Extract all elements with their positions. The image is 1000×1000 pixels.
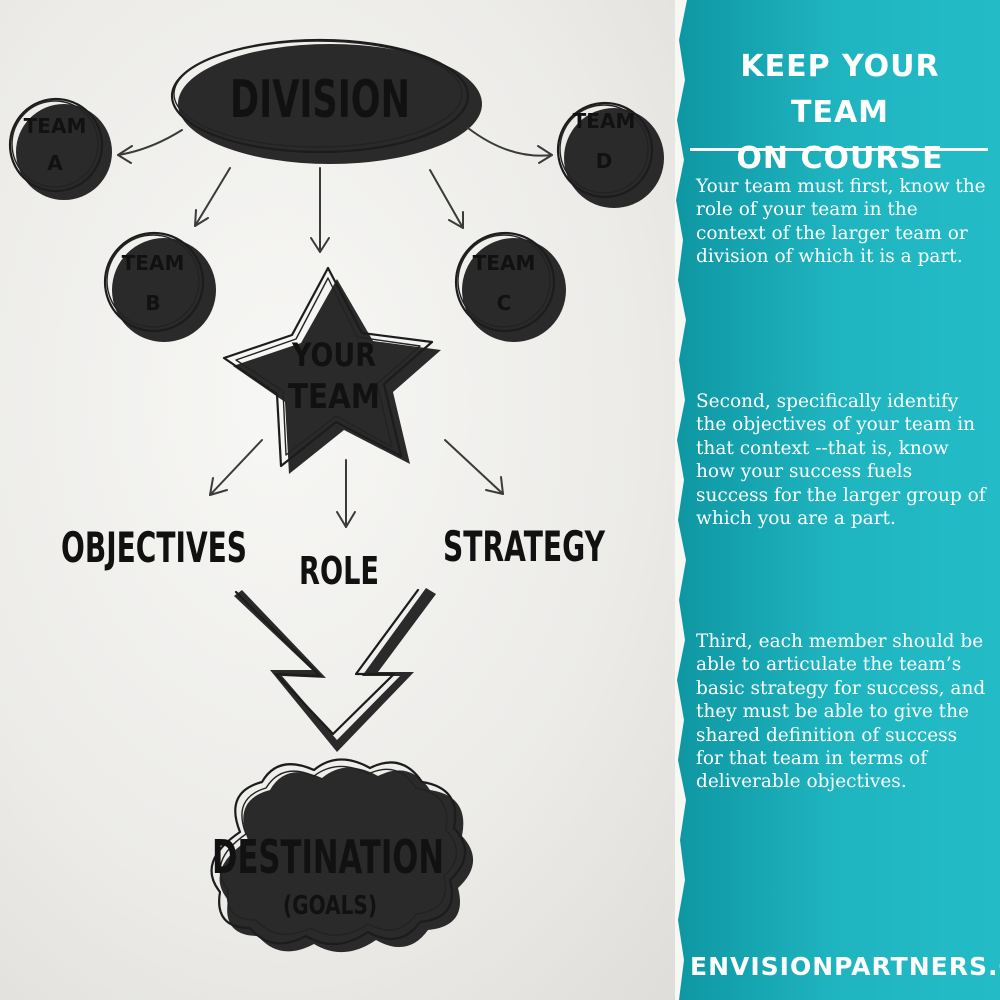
arrow-to-objectives <box>209 439 263 496</box>
paragraph-strategy: Third, each member should be able to art… <box>696 631 986 793</box>
team-d-label-line2: D <box>596 149 613 173</box>
destination-node: DESTINATION (GOALS) <box>210 758 474 953</box>
arrow-to-team-a <box>117 129 183 156</box>
arrow-to-team-c <box>429 169 464 229</box>
team-b-node: TEAM B <box>103 231 216 342</box>
division-label: DIVISION <box>230 70 410 130</box>
panel-title-line1: KEEP YOUR TEAM <box>740 49 940 130</box>
team-b-label-line1: TEAM <box>122 251 185 275</box>
team-c-label-line1: TEAM <box>473 251 536 275</box>
role-label: ROLE <box>299 549 379 593</box>
team-a-node: TEAM A <box>8 97 112 200</box>
team-d-label-line1: TEAM <box>573 109 636 133</box>
arrow-to-team-d <box>467 127 553 157</box>
paragraph-objectives: Second, specifically identify the object… <box>696 391 986 530</box>
team-a-label-line2: A <box>47 151 63 175</box>
team-a-label-line1: TEAM <box>24 114 87 138</box>
destination-label: DESTINATION <box>212 830 444 884</box>
goals-label: (GOALS) <box>283 891 377 921</box>
your-team-node: YOUR TEAM <box>222 266 441 474</box>
objectives-label: OBJECTIVES <box>61 523 247 572</box>
team-d-node: TEAM D <box>556 101 664 208</box>
panel-title-line2: ON COURSE <box>736 141 944 176</box>
your-team-arrows <box>209 439 504 528</box>
website-url: ENVISIONPARTNERS.COM <box>690 952 1000 981</box>
team-b-label-line2: B <box>145 291 160 315</box>
arrow-to-team-b <box>194 167 231 227</box>
panel-title: KEEP YOUR TEAM ON COURSE <box>690 44 990 182</box>
team-c-label-line2: C <box>497 291 512 315</box>
arrow-to-strategy <box>444 439 504 495</box>
torn-paper-edge <box>675 0 1000 1000</box>
your-team-label-line1: YOUR <box>291 336 376 374</box>
paragraph-role: Your team must first, know the role of y… <box>696 176 986 268</box>
strategy-label: STRATEGY <box>443 522 605 571</box>
converging-arrow <box>234 588 436 752</box>
division-arrows <box>117 127 553 253</box>
your-team-label-line2: TEAM <box>288 377 380 417</box>
division-node: DIVISION <box>170 38 482 164</box>
info-panel <box>675 0 1000 1000</box>
title-divider <box>690 148 988 151</box>
team-c-node: TEAM C <box>454 231 566 342</box>
